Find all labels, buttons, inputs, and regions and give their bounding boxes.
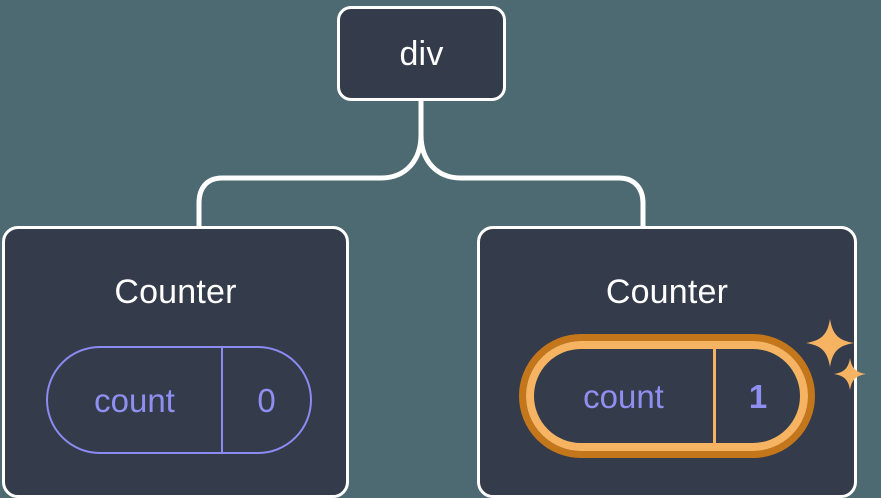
connector-right-branch (418, 98, 646, 231)
component-title: Counter (114, 273, 237, 311)
component-title: Counter (605, 273, 729, 311)
connector-left-branch (196, 98, 424, 231)
sparkle-large-icon (806, 319, 854, 367)
component-card-counter-left[interactable]: Counter count 0 (2, 226, 349, 498)
state-pill-count-highlighted[interactable]: count 1 (519, 334, 815, 458)
state-value-label: 1 (713, 349, 800, 443)
state-pill-inner: count 1 (526, 341, 808, 451)
sparkle-small-icon (834, 358, 866, 390)
state-value-label: 0 (221, 348, 310, 452)
component-card-counter-right[interactable]: Counter count 1 (477, 226, 866, 498)
node-div-label: div (399, 34, 444, 73)
state-key-label: count (583, 377, 664, 415)
state-pill-count[interactable]: count 0 (46, 346, 312, 454)
state-key-label: count (94, 381, 175, 419)
node-div[interactable]: div (337, 6, 506, 101)
